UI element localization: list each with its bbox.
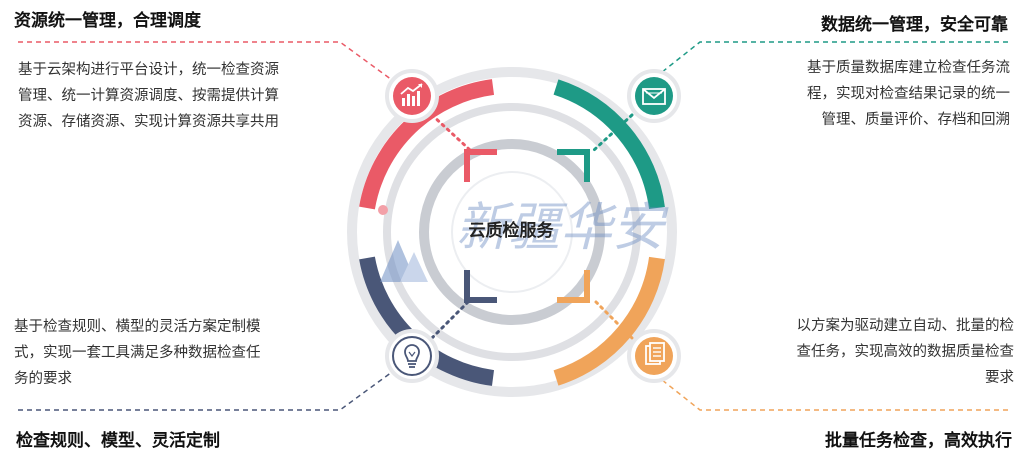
envelope-icon xyxy=(627,69,681,123)
desc-data-management: 基于质量数据库建立检查任务流 程，实现对检查结果记录的统一 管理、质量评价、存档… xyxy=(738,55,1010,133)
arc-top-right xyxy=(553,79,665,210)
bracket-bottom-right xyxy=(557,270,590,303)
desc-line: 以方案为驱动建立自动、批量的检 xyxy=(796,318,1015,334)
leader-lines xyxy=(18,41,1008,411)
desc-line: 式，实现一套工具满足多种数据检查任 xyxy=(14,345,261,361)
desc-line: 基于检查规则、横型的灵活方案定制模 xyxy=(14,319,261,335)
desc-line: 程，实现对检查结果记录的统一 xyxy=(807,86,1010,102)
title-resource-management: 资源统一管理，合理调度 xyxy=(14,11,201,31)
desc-rule-customization: 基于检查规则、横型的灵活方案定制模 式，实现一套工具满足多种数据检查任 务的要求 xyxy=(14,314,344,392)
desc-line: 资源、存储资源、实现计算资源共享共用 xyxy=(18,114,279,130)
watermark-logo-icon xyxy=(380,240,428,282)
desc-line: 查任务，实现高效的数据质量检查 xyxy=(796,344,1015,360)
inner-gray-ring xyxy=(419,139,605,325)
chart-trend-icon xyxy=(385,69,439,123)
center-label: 云质检服务 xyxy=(468,221,554,241)
bracket-top-left xyxy=(464,149,497,182)
accent-dot-teal xyxy=(649,192,655,198)
desc-line: 基于云架构进行平台设计，统一检查资源 xyxy=(18,62,279,78)
document-icon xyxy=(627,329,681,383)
watermark-text: 新疆华安 xyxy=(456,198,669,258)
dot-connectors xyxy=(430,113,634,340)
title-batch-tasks: 批量任务检查，高效执行 xyxy=(825,431,1012,451)
outer-gray-ring xyxy=(347,67,677,397)
desc-batch-tasks: 以方案为驱动建立自动、批量的检 查任务，实现高效的数据质量检查 要求 xyxy=(744,313,1015,391)
title-data-management: 数据统一管理，安全可靠 xyxy=(821,15,1008,35)
middle-gray-ring xyxy=(383,103,641,361)
bracket-top-right xyxy=(557,149,590,182)
desc-line: 基于质量数据库建立检查任务流 xyxy=(807,60,1010,76)
center-disc xyxy=(451,171,573,293)
desc-resource-management: 基于云架构进行平台设计，统一检查资源 管理、统一计算资源调度、按需提供计算 资源… xyxy=(18,57,348,135)
desc-line: 管理、统一计算资源调度、按需提供计算 xyxy=(18,88,279,104)
desc-line: 要求 xyxy=(985,370,1014,386)
bracket-bottom-left xyxy=(464,270,497,303)
title-rule-customization: 检查规则、模型、灵活定制 xyxy=(16,431,220,451)
desc-line: 管理、质量评价、存档和回溯 xyxy=(821,112,1011,128)
desc-line: 务的要求 xyxy=(14,371,72,387)
accent-dot-pink xyxy=(378,205,388,215)
arc-top-left xyxy=(359,79,495,210)
arc-bottom-right xyxy=(553,256,665,386)
lightbulb-icon xyxy=(385,329,439,383)
